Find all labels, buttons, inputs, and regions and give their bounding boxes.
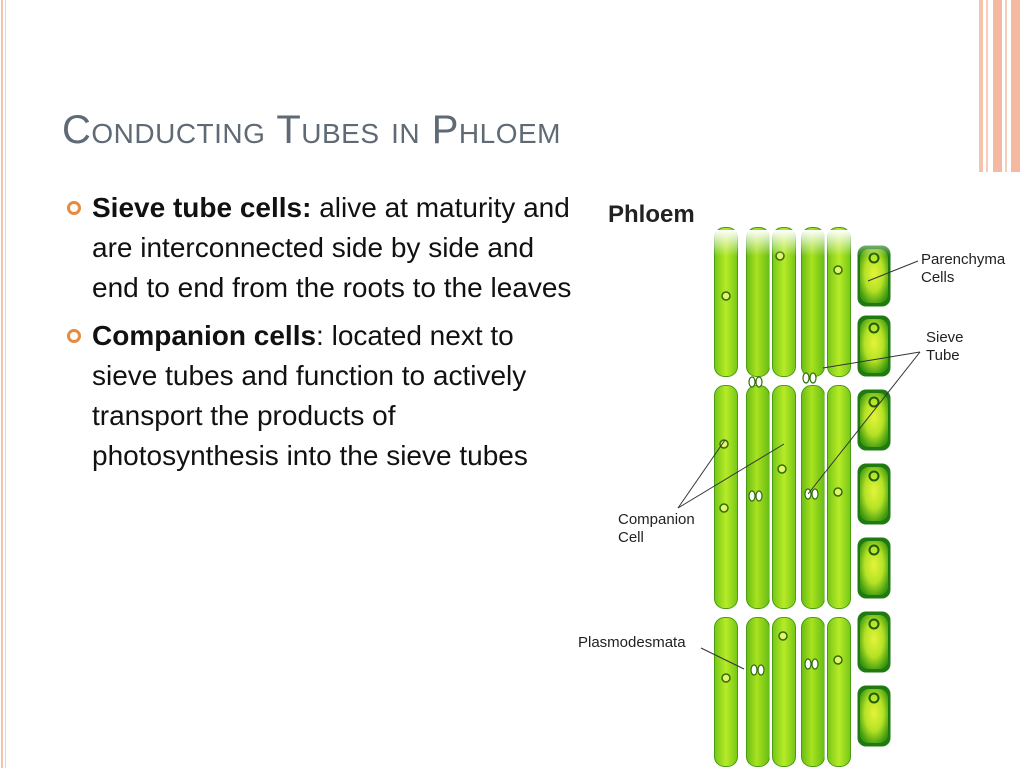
bullet-list: Sieve tube cells: alive at maturity and … [64,188,584,484]
nucleus [868,618,880,630]
cell [824,224,854,380]
stripe [1011,0,1020,172]
nucleus [778,631,788,641]
leader-companion-1 [677,439,726,509]
stripe [979,0,983,172]
leader-parenchyma [867,260,919,282]
parenchyma-interior [860,541,888,595]
leader-sieve-1 [822,351,921,369]
nucleus [777,464,787,474]
slide-title: Conducting Tubes in Phloem [62,108,561,152]
nucleus [868,396,880,408]
nucleus [833,265,843,275]
label-plasmodesmata: Plasmodesmata [578,634,686,651]
parenchyma-interior [860,249,888,303]
label-sieve: Sieve [926,329,964,346]
phloem-diagram: Phloem Parenchyma Cells Sieve Tube Compa… [578,201,1006,768]
top-fade [708,230,938,256]
cell [824,382,854,612]
label-sieve-tube: Tube [926,347,960,364]
bullet-circle-icon [67,329,81,343]
parenchyma-interior [860,319,888,373]
nucleus [721,291,731,301]
cell-columns [711,224,894,768]
nucleus [833,487,843,497]
bullet-term: Companion cells [92,320,317,351]
stripe [986,0,988,172]
bullet-circle-icon [67,201,81,215]
stripe [993,0,1002,172]
cell [769,382,799,612]
rule-line [5,0,6,768]
parenchyma-interior [860,393,888,447]
leader-plasmodesmata [700,647,745,670]
corner-decorative-stripes [976,0,1024,172]
cell-wall [714,617,738,767]
cell-wall [772,385,796,609]
parenchyma-interior [860,689,888,743]
cell-wall [772,227,796,377]
cell [769,224,799,380]
pore [755,376,763,388]
leader-companion-2 [677,443,785,509]
cell [798,614,828,768]
nucleus [719,439,729,449]
parenchyma-interior [860,615,888,669]
cell-wall [714,227,738,377]
cell-wall [827,617,851,767]
cell [711,224,741,380]
bullet-text: alive at maturity and are interconnected… [92,192,572,303]
cell-wall [772,617,796,767]
pore [755,490,763,502]
bullet-text: : located next to sieve tubes and functi… [92,320,528,471]
nucleus [719,503,729,513]
nucleus [868,322,880,334]
cell-wall [827,227,851,377]
bullet-companion-cells: Companion cells: located next to sieve t… [64,316,584,476]
cell-wall [827,385,851,609]
stripe [1005,0,1007,172]
cell-wall [714,385,738,609]
cell [743,614,773,768]
pore [748,490,756,502]
rule-line [1,0,3,768]
label-leader-lines [677,260,921,670]
pore [809,372,817,384]
parenchyma-interior [860,467,888,521]
pore [757,664,765,676]
pore [802,372,810,384]
pore [811,488,819,500]
left-decorative-rule [0,0,9,768]
nucleus [868,470,880,482]
pore [748,376,756,388]
nucleus [868,692,880,704]
cell [711,382,741,612]
label-companion: Companion [618,511,695,528]
nucleus [721,673,731,683]
pore [750,664,758,676]
pore [804,658,812,670]
bullet-sieve-tube-cells: Sieve tube cells: alive at maturity and … [64,188,584,308]
cell [711,614,741,768]
label-parenchyma-cells: Cells [921,269,954,286]
label-companion-cell: Cell [618,529,644,546]
nucleus [868,544,880,556]
diagram-heading: Phloem [608,201,695,228]
cell [769,614,799,768]
nucleus [833,655,843,665]
leader-sieve-2 [807,351,921,495]
cell [824,614,854,768]
pore [811,658,819,670]
bullet-term: Sieve tube cells: [92,192,312,223]
label-parenchyma: Parenchyma [921,251,1006,268]
